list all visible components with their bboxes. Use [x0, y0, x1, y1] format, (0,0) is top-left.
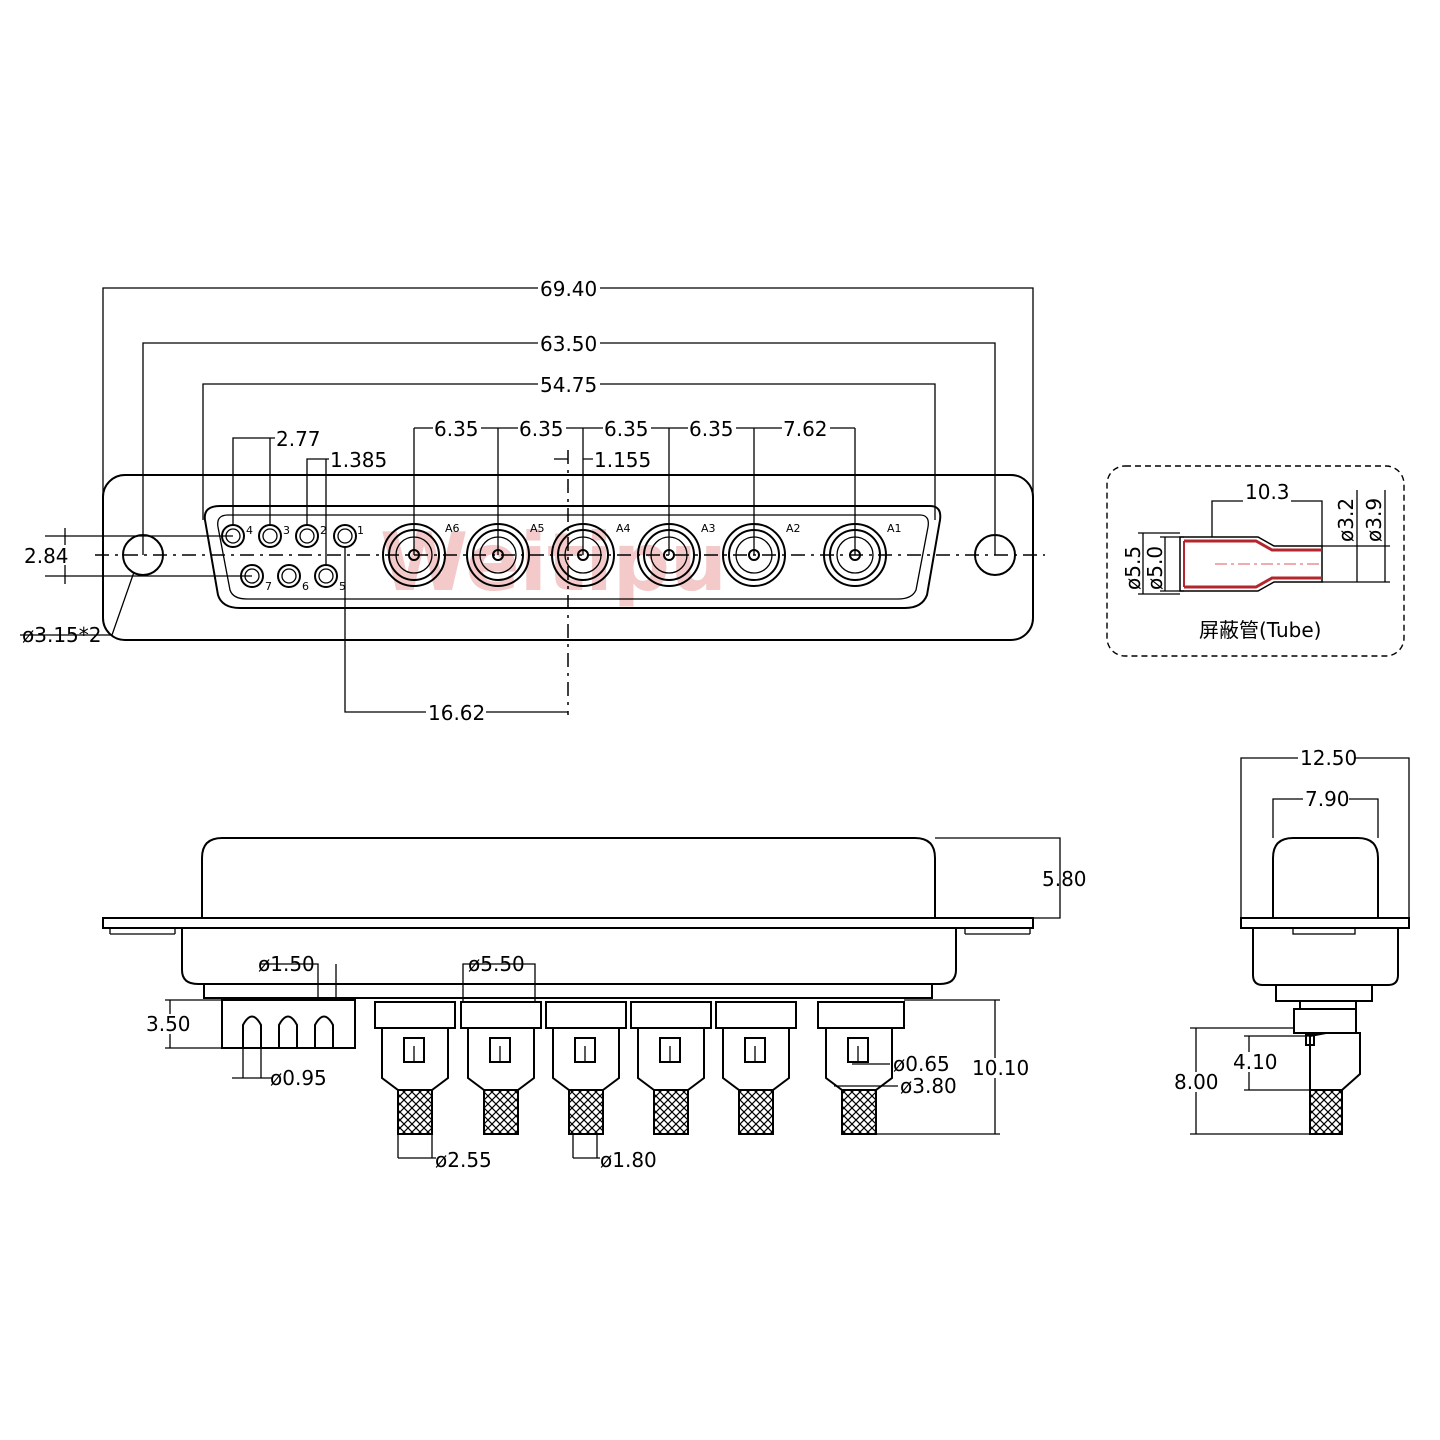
coax-label-a3: A3 [701, 522, 716, 535]
signal-wire-dia-label: ø0.95 [270, 1066, 327, 1090]
coax-label-a5: A5 [530, 522, 545, 535]
svg-text:69.40: 69.40 [540, 277, 597, 301]
signal-pin-b [278, 1015, 298, 1048]
coax-contact-6 [817, 1001, 905, 1135]
coax-contact-5 [715, 1001, 797, 1135]
signal-pin-a [242, 1015, 262, 1048]
svg-text:16.62: 16.62 [428, 701, 485, 725]
tube-outer-large-label: ø5.5 [1121, 546, 1145, 590]
signal-pin-len-label: 3.50 [146, 1012, 191, 1036]
side-width-label: 12.50 [1300, 746, 1357, 770]
tube-inner-large-label: ø5.0 [1143, 546, 1167, 590]
signal-pin-5 [314, 564, 338, 588]
side-contact-mesh [1309, 1089, 1343, 1135]
side-view: 12.50 7.90 8.00 4.10 [1173, 746, 1410, 1135]
signal-pin-2 [295, 524, 319, 548]
flange-outline [102, 474, 1034, 641]
tube-length-label: 10.3 [1245, 480, 1290, 504]
pitch-label-3: 6.35 [604, 417, 649, 441]
svg-text:54.75: 54.75 [540, 373, 597, 397]
dim-pitches: 6.35 6.35 6.35 6.35 7.62 [413, 417, 856, 555]
signal-pin-6 [277, 564, 301, 588]
dim-signal-pitch: 2.77 [232, 427, 323, 525]
side-shell-bottom [1252, 928, 1399, 986]
front-flange [102, 917, 1034, 929]
d-shell-inner [217, 514, 929, 600]
pin-label-4: 4 [246, 524, 253, 537]
dim-row-offset: 2.84 [22, 528, 252, 584]
pitch-label-1: 6.35 [434, 417, 479, 441]
pin-label-1: 1 [357, 524, 364, 537]
signal-pin-1 [333, 524, 357, 548]
dim-overall: 69.40 [102, 277, 1034, 520]
pin-label-5: 5 [339, 580, 346, 593]
svg-text:1.385: 1.385 [330, 448, 387, 472]
front-shell-top [201, 837, 936, 918]
small-dia-label: ø1.80 [600, 1148, 657, 1172]
coax-label-a6: A6 [445, 522, 460, 535]
svg-text:2.84: 2.84 [24, 544, 69, 568]
ferrule-dia-label: ø2.55 [435, 1148, 492, 1172]
coax-label-a4: A4 [616, 522, 631, 535]
pitch-label-5: 7.62 [783, 417, 828, 441]
signal-pin-c [314, 1015, 334, 1048]
signal-pin-3 [258, 524, 282, 548]
side-inner-width-label: 7.90 [1305, 787, 1350, 811]
tube-caption: 屏蔽管(Tube) [1199, 618, 1321, 642]
tube-inner-small-label: ø3.2 [1334, 498, 1358, 542]
side-pin-len-label: 4.10 [1233, 1050, 1278, 1074]
side-contact-body [1309, 1032, 1361, 1091]
side-flange [1240, 917, 1410, 929]
coax-contact-2 [460, 1001, 542, 1135]
top-view: Weitipu 4 3 2 1 5 6 7 [20, 277, 1045, 725]
dim-pin1-to-center: 16.62 [344, 547, 568, 725]
center-pin-dia-label: ø0.65 [893, 1052, 950, 1076]
svg-text:ø3.15*2: ø3.15*2 [22, 623, 102, 647]
dim-mount-holes: 63.50 [142, 332, 996, 555]
pin-label-2: 2 [320, 524, 327, 537]
side-shell-top [1272, 837, 1379, 918]
svg-text:63.50: 63.50 [540, 332, 597, 356]
front-insulator [203, 983, 933, 999]
crimp-dia-label: ø3.80 [900, 1074, 957, 1098]
coax-label-a2: A2 [786, 522, 801, 535]
dim-center-offset: 1.155 [554, 448, 651, 472]
d-shell-outer [203, 505, 942, 609]
dim-hole-diameter: ø3.15*2 [20, 571, 135, 647]
coax-total-len-label: 10.10 [972, 1056, 1029, 1080]
dim-shell: 54.75 [202, 373, 936, 520]
pin-label-7: 7 [265, 580, 272, 593]
coax-contact-3 [545, 1001, 627, 1135]
front-view: 5.80 ø1.50 3.50 ø0.95 [102, 837, 1087, 1172]
coax-contact-1 [374, 1001, 456, 1135]
dim-signal-offset: 1.385 [306, 448, 387, 565]
pin-label-6: 6 [302, 580, 309, 593]
svg-text:2.77: 2.77 [276, 427, 321, 451]
signal-pin-block [221, 999, 356, 1049]
front-height-label: 5.80 [1042, 867, 1087, 891]
coax-label-a1: A1 [887, 522, 902, 535]
signal-pin-dia-label: ø1.50 [258, 952, 315, 976]
svg-text:1.155: 1.155 [594, 448, 651, 472]
pitch-label-4: 6.35 [689, 417, 734, 441]
pin-label-3: 3 [283, 524, 290, 537]
coax-body-dia-label: ø5.50 [468, 952, 525, 976]
coax-contact-4 [630, 1001, 712, 1135]
tube-detail: 10.3 ø3.2 ø3.9 ø5.5 ø5.0 屏蔽管(Tube) [1106, 465, 1405, 657]
pitch-label-2: 6.35 [519, 417, 564, 441]
tube-outer-small-label: ø3.9 [1362, 498, 1386, 542]
side-total-len-label: 8.00 [1174, 1070, 1219, 1094]
